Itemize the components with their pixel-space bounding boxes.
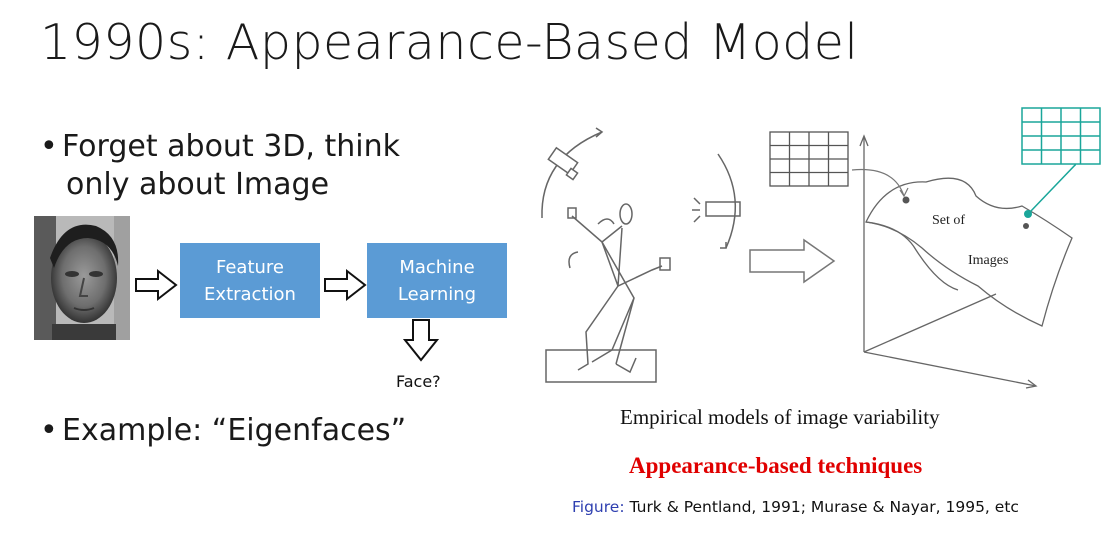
image-grid-icon xyxy=(769,131,849,187)
technique-heading: Appearance-based techniques xyxy=(629,453,923,478)
bullet-eigenfaces: •Example: “Eigenfaces” xyxy=(40,412,406,450)
box-1-line-2: Extraction xyxy=(204,283,296,305)
images-label: Images xyxy=(968,253,1008,268)
bullet-1-line-2: only about Image xyxy=(66,167,330,202)
highlighted-grid-icon xyxy=(1021,107,1101,165)
bullet-2-text: Example: “Eigenfaces” xyxy=(62,413,407,448)
arrow-down-icon xyxy=(403,319,439,362)
image-manifold-plot: Set of Images xyxy=(851,134,1076,389)
stick-figure-illustration xyxy=(541,127,741,383)
bullet-marker: • xyxy=(40,129,58,164)
arrow-right-icon xyxy=(749,238,836,284)
set-of-label: Set of xyxy=(932,213,965,228)
machine-learning-box: Machine Learning xyxy=(367,243,507,318)
bullet-forget-3d: •Forget about 3D, think xyxy=(40,128,400,166)
bullet-1-line-1: Forget about 3D, think xyxy=(62,129,400,164)
box-2-line-1: Machine xyxy=(399,256,475,278)
credit-text: Turk & Pentland, 1991; Murase & Nayar, 1… xyxy=(629,498,1019,516)
slide-title: 1990s: Appearance-Based Model xyxy=(40,14,859,71)
face-photo xyxy=(34,216,130,340)
figure-credit: Figure: Turk & Pentland, 1991; Murase & … xyxy=(572,498,1019,516)
bullet-marker: • xyxy=(40,413,58,448)
arrow-right-icon xyxy=(135,268,178,302)
credit-label: Figure: xyxy=(572,498,625,516)
box-1-line-1: Feature xyxy=(215,256,284,278)
face-output-label: Face? xyxy=(396,372,441,391)
feature-extraction-box: Feature Extraction xyxy=(180,243,320,318)
box-2-line-2: Learning xyxy=(397,283,477,305)
figure-caption: Empirical models of image variability xyxy=(620,405,940,429)
arrow-right-icon xyxy=(324,268,367,302)
